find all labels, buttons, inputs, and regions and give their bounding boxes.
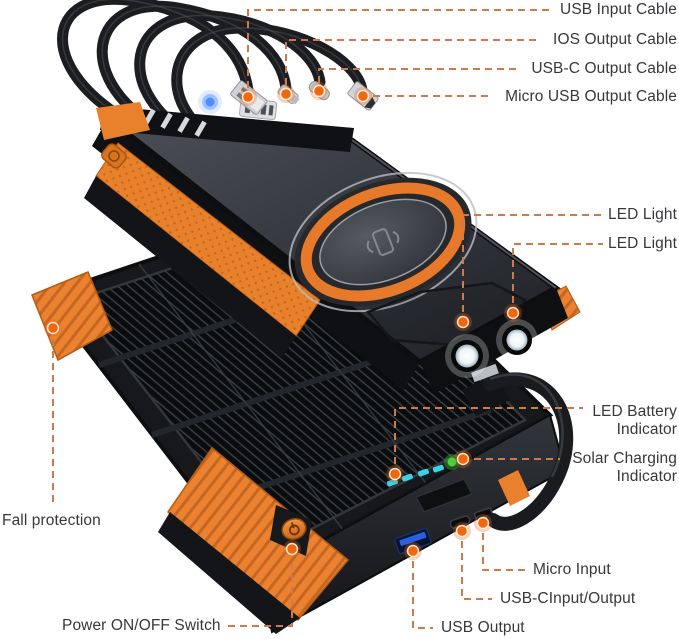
label-led-light-lower: LED Light xyxy=(608,235,677,252)
label-usb-input-cable: USB Input Cable xyxy=(560,1,677,18)
label-ios-output-cable: IOS Output Cable xyxy=(553,31,677,48)
battery-indicator-leds xyxy=(386,464,444,487)
label-micro-input: Micro Input xyxy=(533,561,611,578)
label-led-battery-indicator: LED Battery Indicator xyxy=(592,403,677,438)
label-usb-c-input-output: USB-CInput/Output xyxy=(500,590,636,607)
label-usb-c-output-cable: USB-C Output Cable xyxy=(531,60,677,77)
solar-indicator-led xyxy=(444,454,460,470)
corner-bumper-right xyxy=(498,470,530,506)
label-solar-charging-indicator: Solar Charging Indicator xyxy=(572,450,677,485)
led-flashlights xyxy=(445,319,538,378)
label-power-on-off-switch: Power ON/OFF Switch xyxy=(62,617,221,634)
label-usb-output: USB Output xyxy=(441,619,525,636)
micro-usb-connector xyxy=(347,81,379,111)
status-led-blue xyxy=(205,97,215,107)
label-micro-usb-output-cable: Micro USB Output Cable xyxy=(505,88,677,105)
top-power-bank xyxy=(84,90,581,394)
label-led-light-upper: LED Light xyxy=(608,206,677,223)
side-underbody xyxy=(84,176,296,358)
port-face xyxy=(258,413,567,634)
corner-bumper-left xyxy=(31,271,113,362)
wireless-charging-pad xyxy=(288,171,478,313)
top-device-bumper-back xyxy=(96,102,150,140)
label-fall-protection: Fall protection xyxy=(2,512,101,529)
side-button xyxy=(101,143,127,169)
wireless-charge-icon xyxy=(366,228,400,256)
latch-detail xyxy=(414,478,474,513)
power-button xyxy=(270,505,312,556)
